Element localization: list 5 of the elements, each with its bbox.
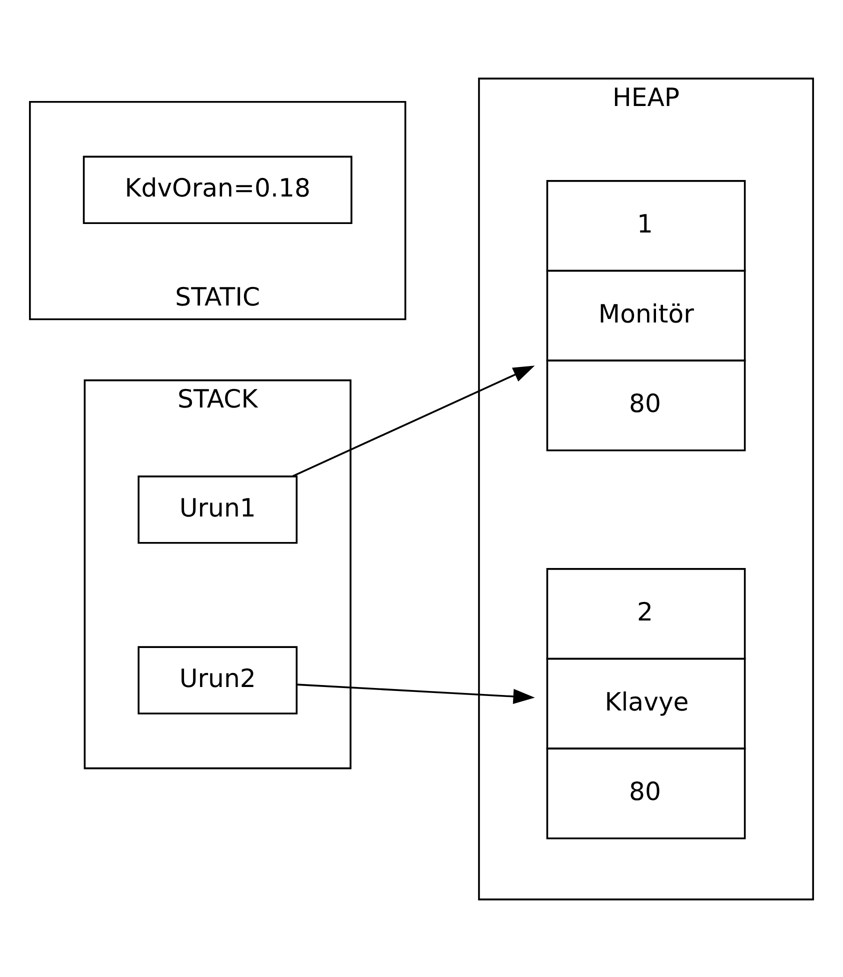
node-box: KdvOran=0.18 — [82, 155, 352, 224]
node-box: Urun2 — [138, 646, 298, 714]
arrow — [292, 365, 535, 477]
node-box: Urun1 — [138, 475, 298, 544]
arrow — [296, 683, 535, 704]
